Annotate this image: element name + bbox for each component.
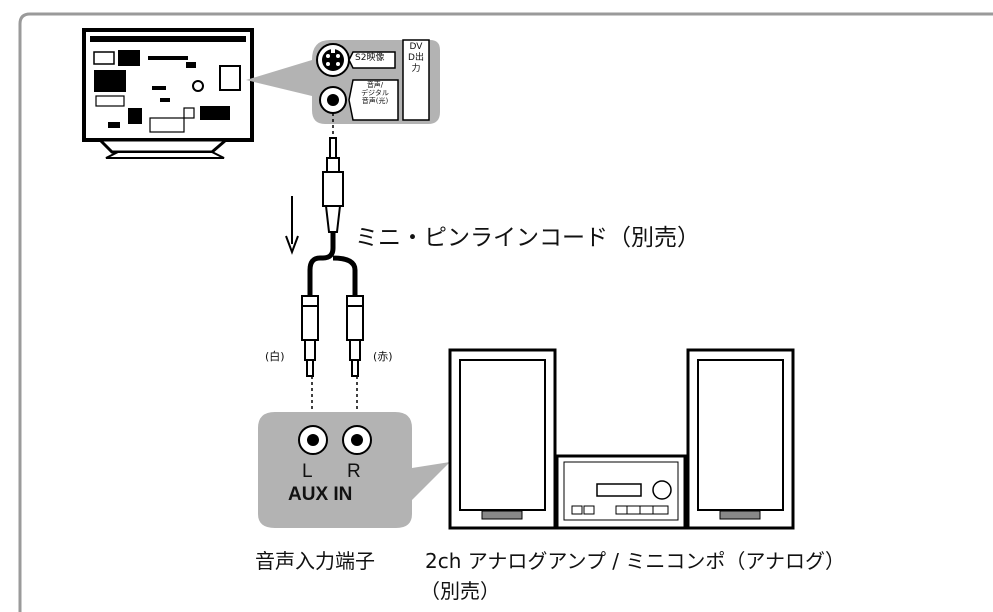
dvd-output-label: DVD出力 xyxy=(408,42,424,74)
cable-label: ミニ・ピンラインコード（別売） xyxy=(355,225,700,251)
aux-in-label: AUX IN xyxy=(288,484,353,505)
device-sub-caption: （別売） xyxy=(420,579,500,603)
s2-video-label: S2映像 xyxy=(355,53,385,63)
jack-r-label: R xyxy=(347,461,361,482)
y-cable xyxy=(307,232,358,300)
jack-l xyxy=(298,425,328,455)
audio-output-port xyxy=(319,86,347,114)
terminal-caption: 音声入力端子 xyxy=(255,549,375,573)
s2-video-port xyxy=(316,43,350,77)
red-plug-label: (赤) xyxy=(373,350,393,363)
white-rca-plug xyxy=(301,295,319,377)
left-speaker xyxy=(448,348,557,530)
red-rca-plug xyxy=(346,295,364,377)
audio-port-label: 音声/ デジタル 音声(光) xyxy=(361,81,389,105)
frame-border xyxy=(18,12,993,612)
jack-l-label: L xyxy=(302,461,313,482)
amplifier-unit xyxy=(555,454,687,530)
right-speaker xyxy=(686,348,795,530)
white-plug-label: (白) xyxy=(265,350,285,363)
tv-rear-panel xyxy=(82,28,254,159)
device-caption: 2ch アナログアンプ / ミニコンポ（アナログ） xyxy=(425,549,846,573)
jack-r xyxy=(342,425,372,455)
insert-arrow xyxy=(285,196,299,255)
mini-plug xyxy=(322,137,344,233)
